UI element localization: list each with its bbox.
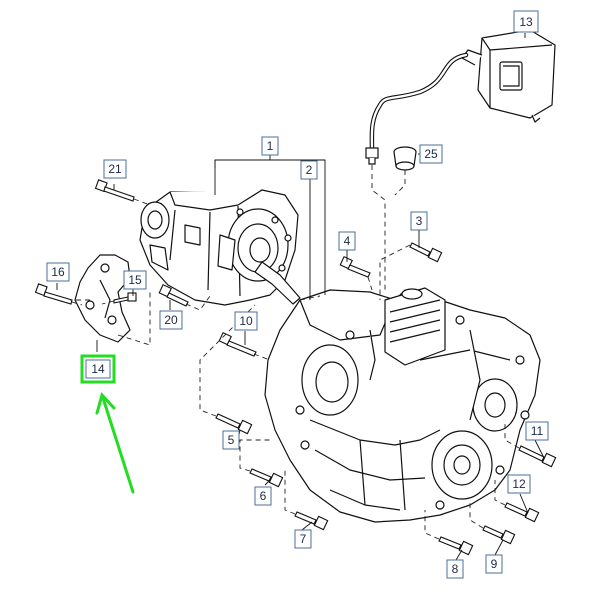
callout-12-label: 12 bbox=[512, 477, 526, 491]
bolt-11 bbox=[518, 445, 557, 468]
bolt-6 bbox=[249, 468, 284, 488]
callout-25: 25 bbox=[419, 144, 443, 164]
callout-3-label: 3 bbox=[416, 214, 423, 228]
callout-5-label: 5 bbox=[228, 433, 235, 447]
control-unit-module bbox=[461, 29, 556, 123]
wiring-harness bbox=[369, 52, 469, 153]
callout-16: 16 bbox=[46, 262, 70, 282]
callout-10-label: 10 bbox=[239, 314, 253, 328]
callout-4-label: 4 bbox=[344, 234, 351, 248]
callout-9: 9 bbox=[485, 554, 503, 574]
bolt-21 bbox=[94, 179, 135, 202]
callout-7: 7 bbox=[294, 529, 312, 549]
bolt-5 bbox=[215, 413, 253, 435]
bolt-20 bbox=[158, 283, 189, 307]
callout-4: 4 bbox=[338, 231, 356, 251]
bolt-10 bbox=[218, 331, 257, 357]
callout-8: 8 bbox=[446, 559, 464, 579]
callout-15-label: 15 bbox=[128, 273, 142, 287]
bolt-8 bbox=[438, 536, 474, 556]
callout-12: 12 bbox=[507, 474, 531, 494]
plug-25 bbox=[393, 146, 417, 171]
callout-7-label: 7 bbox=[300, 532, 307, 546]
callout-14[interactable]: 14 bbox=[80, 354, 116, 384]
callout-9-label: 9 bbox=[491, 557, 498, 571]
bolt-9 bbox=[482, 525, 516, 545]
callout-15: 15 bbox=[123, 270, 147, 290]
callout-8-label: 8 bbox=[452, 562, 459, 576]
bolt-12 bbox=[504, 502, 540, 523]
harness-connector bbox=[365, 147, 379, 165]
callout-2-label: 2 bbox=[306, 163, 313, 177]
gearbox-housing bbox=[264, 287, 541, 523]
callout-14-label: 14 bbox=[91, 362, 105, 376]
callout-2: 2 bbox=[300, 160, 318, 180]
callout-3: 3 bbox=[410, 211, 428, 231]
callout-10: 10 bbox=[234, 311, 258, 331]
bolt-15 bbox=[113, 292, 137, 304]
leader-lines bbox=[56, 33, 545, 561]
callout-20-label: 20 bbox=[164, 313, 178, 327]
callout-6-label: 6 bbox=[260, 489, 267, 503]
callout-13: 13 bbox=[513, 10, 539, 33]
bolt-16 bbox=[34, 283, 73, 305]
callout-11: 11 bbox=[525, 421, 549, 441]
callout-1-label: 1 bbox=[267, 139, 274, 153]
callout-21: 21 bbox=[103, 159, 127, 179]
bolts bbox=[34, 179, 557, 556]
highlight-arrow bbox=[95, 392, 135, 494]
callout-21-label: 21 bbox=[108, 162, 122, 176]
bracket-14 bbox=[74, 254, 131, 343]
callout-16-label: 16 bbox=[51, 265, 65, 279]
assembly-dashed-lines bbox=[70, 165, 520, 540]
callout-labels: 1 2 3 4 5 6 7 8 bbox=[46, 10, 549, 579]
callout-13-label: 13 bbox=[519, 15, 533, 29]
callout-1: 1 bbox=[261, 136, 279, 156]
callout-6: 6 bbox=[254, 486, 272, 506]
callout-20: 20 bbox=[159, 310, 183, 330]
bolt-4 bbox=[339, 255, 371, 278]
callout-11-label: 11 bbox=[531, 424, 544, 438]
bolt-7 bbox=[294, 511, 329, 531]
callout-25-label: 25 bbox=[424, 147, 438, 161]
transfer-case-assembly bbox=[139, 189, 301, 306]
bolt-3 bbox=[409, 242, 443, 263]
callout-5: 5 bbox=[222, 430, 240, 450]
